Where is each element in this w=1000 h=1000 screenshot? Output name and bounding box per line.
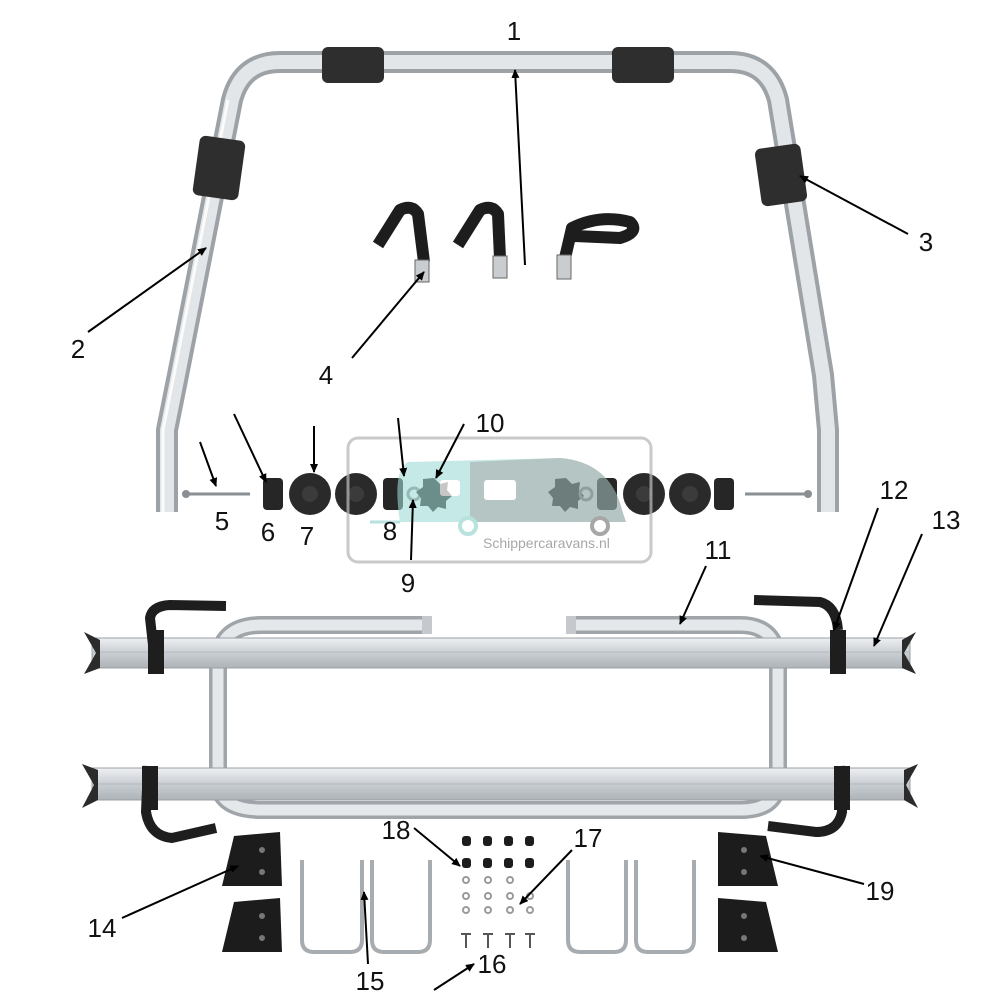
hardware-set [461,836,535,948]
strap [452,201,506,259]
callout-19: 19 [866,876,895,906]
leader-2 [87,247,207,333]
callout-9: 9 [401,568,415,598]
foam-pad [322,47,384,83]
callout-4: 4 [319,360,333,390]
callout-labels: 1 2 3 4 5 6 7 8 9 10 11 12 13 14 15 16 1… [71,16,961,996]
strap-buckle [492,255,508,279]
mounting-bracket [222,898,282,952]
leader-19 [759,854,865,885]
foam-pads [192,47,808,207]
spacer [714,478,734,510]
wheel-rails [82,632,918,808]
leader-8 [397,417,408,477]
watermark-text: Schippercaravans.nl [483,535,610,551]
callout-8: 8 [383,516,397,546]
leader-15 [360,891,369,965]
callout-6: 6 [261,517,275,547]
leader-16 [433,963,475,991]
washers [462,876,534,914]
mounting-bracket [222,832,282,886]
callout-5: 5 [215,506,229,536]
wheel-rail [91,637,911,669]
leader-6 [233,413,267,483]
strap [559,213,640,260]
leader-arrows [87,69,923,991]
strap [372,201,430,263]
rail-end-cap [84,632,100,674]
foam-pad [754,143,808,207]
leader-3 [799,175,909,235]
callout-1: 1 [507,16,521,46]
leader-14 [121,865,239,919]
callout-3: 3 [919,227,933,257]
leader-13 [873,533,923,647]
mounting-brackets [222,832,778,952]
rail-end-cap [904,764,918,808]
callout-13: 13 [932,505,961,535]
foam-pad [192,135,246,201]
callout-2: 2 [71,334,85,364]
callout-10: 10 [476,408,505,438]
leader-1 [511,69,526,266]
callout-15: 15 [356,966,385,996]
callout-7: 7 [300,521,314,551]
wheel-strap [767,765,848,838]
u-bolts [300,860,696,954]
upper-frame-tube [156,51,839,512]
callout-11: 11 [705,535,732,565]
rail-end-cap [902,632,916,674]
watermark-logo: Schippercaravans.nl [346,436,653,564]
callout-16: 16 [478,949,507,979]
leader-12 [832,507,879,631]
foam-pad [612,47,674,83]
leader-4 [351,271,425,359]
leader-11 [679,565,707,625]
strap-buckle [556,254,572,280]
callout-14: 14 [88,913,117,943]
u-bolt [566,860,628,954]
leader-18 [413,827,461,867]
callout-18: 18 [382,815,411,845]
leader-17 [519,849,573,905]
callout-12: 12 [880,475,909,505]
cap-nuts [462,836,534,868]
leader-5 [199,441,218,487]
leader-9 [408,499,417,561]
callout-17: 17 [574,823,603,853]
spacer [263,478,283,510]
screws [461,933,535,948]
leader-10 [435,423,465,479]
mounting-bracket [718,832,778,886]
u-bolt [634,860,696,954]
mounting-bracket [718,898,778,952]
rail-end-cap [82,764,98,808]
straps [372,201,640,283]
wheel-strap [140,765,218,844]
u-bolt [300,860,364,954]
u-bolt [370,860,432,954]
wheel-strap [144,599,227,673]
